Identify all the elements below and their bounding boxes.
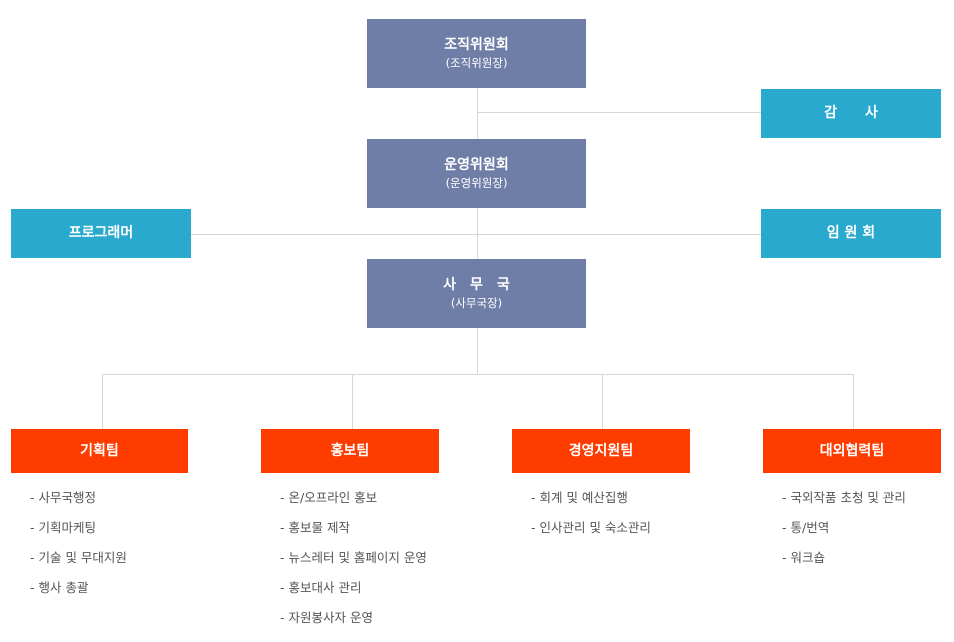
connector-team-bar: [102, 374, 854, 375]
operating-committee-title: 운영위원회: [444, 157, 509, 173]
team-box-planning: 기획팀: [11, 429, 188, 473]
team-name: 기획팀: [80, 442, 119, 459]
operating-committee-subtitle: (운영위원장): [445, 176, 508, 190]
duty-item: - 사무국행정: [30, 490, 96, 505]
duty-item: - 기술 및 무대지원: [30, 550, 127, 565]
operating-committee-box: 운영위원회 (운영위원장): [367, 139, 586, 208]
programmer-box: 프로그래머: [11, 209, 191, 258]
duty-item: - 뉴스레터 및 홈페이지 운영: [280, 550, 427, 565]
connector-team-4: [853, 374, 854, 429]
duty-item: - 기획마케팅: [30, 520, 96, 535]
duty-item: - 자원봉사자 운영: [280, 610, 373, 625]
connector-team-2: [352, 374, 353, 429]
board-title: 임 원 회: [826, 225, 876, 241]
duties-management-support: - 회계 및 예산집행 - 인사관리 및 숙소관리: [531, 488, 651, 548]
audit-box: 감 사: [761, 89, 941, 138]
connector-audit: [477, 112, 761, 113]
duties-planning: - 사무국행정 - 기획마케팅 - 기술 및 무대지원 - 행사 총괄: [30, 488, 127, 608]
connector-sides: [190, 234, 761, 235]
duty-item: - 행사 총괄: [30, 580, 89, 595]
duties-pr: - 온/오프라인 홍보 - 홍보물 제작 - 뉴스레터 및 홈페이지 운영 - …: [280, 488, 427, 638]
duty-item: - 국외작품 초청 및 관리: [782, 490, 906, 505]
duty-item: - 온/오프라인 홍보: [280, 490, 378, 505]
team-name: 대외협력팀: [819, 442, 885, 459]
secretariat-title: 사 무 국: [443, 277, 510, 293]
connector-spine-bottom: [477, 328, 478, 374]
team-box-external-relations: 대외협력팀: [763, 429, 941, 473]
board-box: 임 원 회: [761, 209, 941, 258]
connector-spine-mid: [477, 208, 478, 259]
programmer-title: 프로그래머: [68, 225, 134, 241]
connector-team-1: [102, 374, 103, 429]
duty-item: - 홍보대사 관리: [280, 580, 362, 595]
team-box-management-support: 경영지원팀: [512, 429, 690, 473]
duty-item: - 인사관리 및 숙소관리: [531, 520, 651, 535]
team-name: 홍보팀: [330, 442, 370, 459]
team-name: 경영지원팀: [568, 442, 634, 459]
duty-item: - 회계 및 예산집행: [531, 490, 628, 505]
team-box-pr: 홍보팀: [261, 429, 439, 473]
organizing-committee-box: 조직위원회 (조직위원장): [367, 19, 586, 88]
secretariat-box: 사 무 국 (사무국장): [367, 259, 586, 328]
audit-title: 감 사: [824, 105, 878, 121]
duty-item: - 워크숍: [782, 550, 825, 565]
connector-team-3: [602, 374, 603, 429]
connector-spine-top: [477, 88, 478, 139]
duty-item: - 홍보물 제작: [280, 520, 350, 535]
organizing-committee-subtitle: (조직위원장): [445, 56, 508, 70]
secretariat-subtitle: (사무국장): [450, 296, 503, 310]
organizing-committee-title: 조직위원회: [444, 37, 509, 53]
duties-external-relations: - 국외작품 초청 및 관리 - 통/번역 - 워크숍: [782, 488, 906, 578]
duty-item: - 통/번역: [782, 520, 830, 535]
